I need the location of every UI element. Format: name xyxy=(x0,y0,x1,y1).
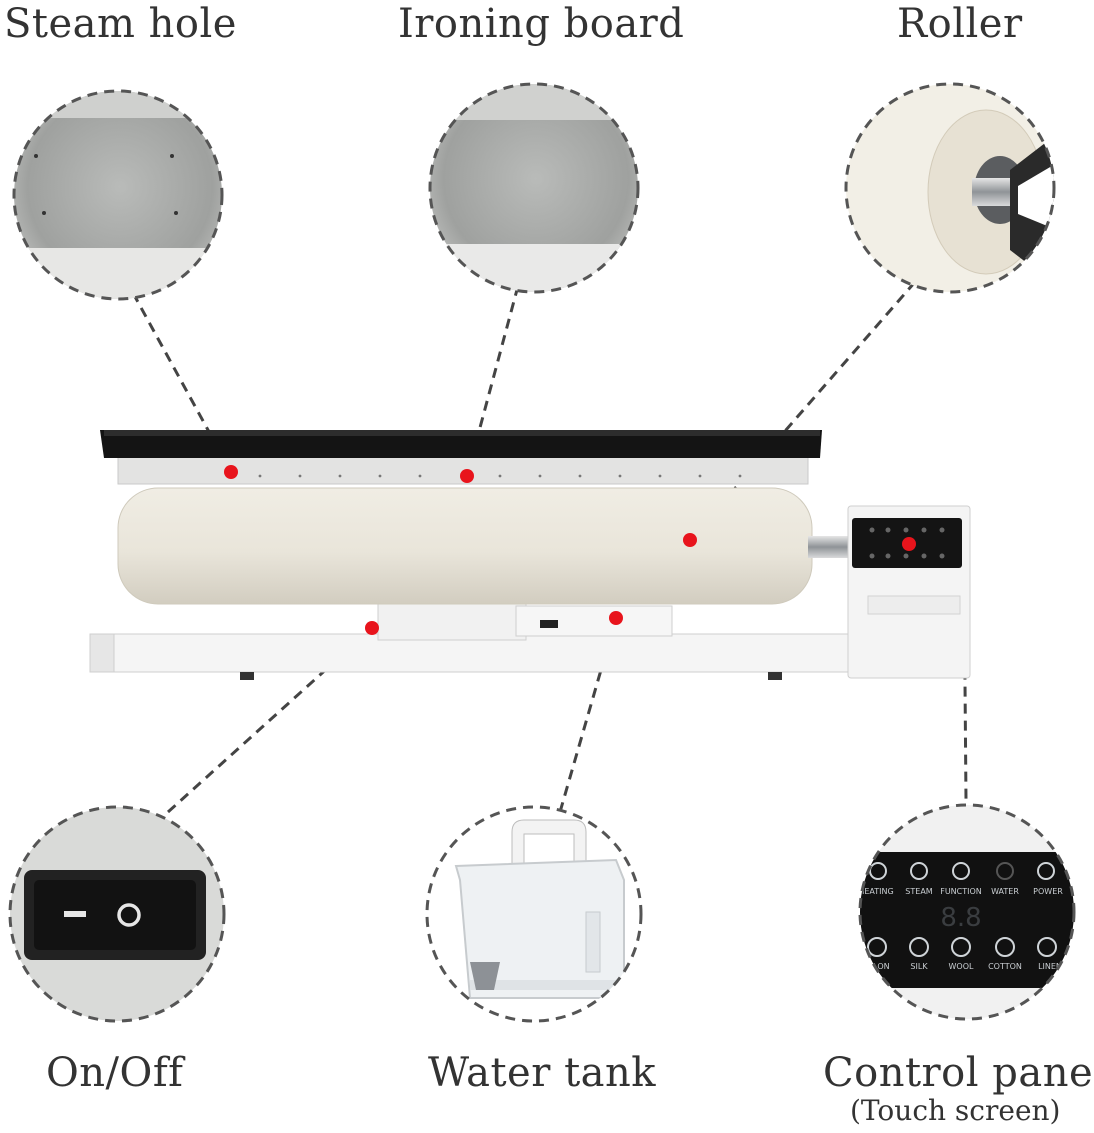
label-ironing-board: Ironing board xyxy=(398,1,685,47)
zoom-roller xyxy=(844,82,1056,294)
marker-ironing-board xyxy=(460,469,474,483)
leader-roller xyxy=(688,281,917,541)
cp-label-function: FUNCTION xyxy=(940,887,982,896)
zoom-control-panel: HEATING STEAM FUNCTION WATER POWER 8.8 N… xyxy=(858,803,1076,1021)
roller-shaft xyxy=(808,536,856,558)
cp-label-silk: SILK xyxy=(910,962,928,971)
cp-display: 8.8 xyxy=(940,903,981,933)
marker-roller xyxy=(683,533,697,547)
label-steam-hole: Steam hole xyxy=(4,1,237,47)
cp-label-cotton: COTTON xyxy=(988,962,1022,971)
label-control-panel: Control panel xyxy=(823,1050,1094,1096)
leader-control-panel xyxy=(915,557,968,801)
cp-label-wool: WOOL xyxy=(949,962,975,971)
zoom-water-tank xyxy=(425,805,643,1023)
cp-label-linen: LINEN xyxy=(1038,962,1062,971)
marker-water-tank xyxy=(609,611,623,625)
zoom-steam-hole xyxy=(12,89,224,301)
marker-steam-hole xyxy=(224,465,238,479)
markers xyxy=(224,465,916,635)
marker-on-off xyxy=(365,621,379,635)
zoom-on-off xyxy=(8,805,226,1023)
label-on-off: On/Off xyxy=(46,1050,184,1096)
zoom-ironing-board xyxy=(428,82,640,294)
ironing-machine xyxy=(89,430,971,680)
cp-label-power: POWER xyxy=(1033,887,1063,896)
roller-cylinder xyxy=(117,487,813,605)
marker-control-panel xyxy=(902,537,916,551)
cp-label-water: WATER xyxy=(991,887,1019,896)
label-control-panel-sub: (Touch screen) xyxy=(850,1094,1061,1127)
label-water-tank: Water tank xyxy=(428,1050,656,1096)
black-lid xyxy=(100,430,822,458)
steam-hole-dots xyxy=(258,474,742,478)
label-roller: Roller xyxy=(897,1,1023,47)
cp-label-steam: STEAM xyxy=(905,887,932,896)
pedestal xyxy=(377,601,527,641)
cp-label-heating: HEATING xyxy=(858,887,893,896)
